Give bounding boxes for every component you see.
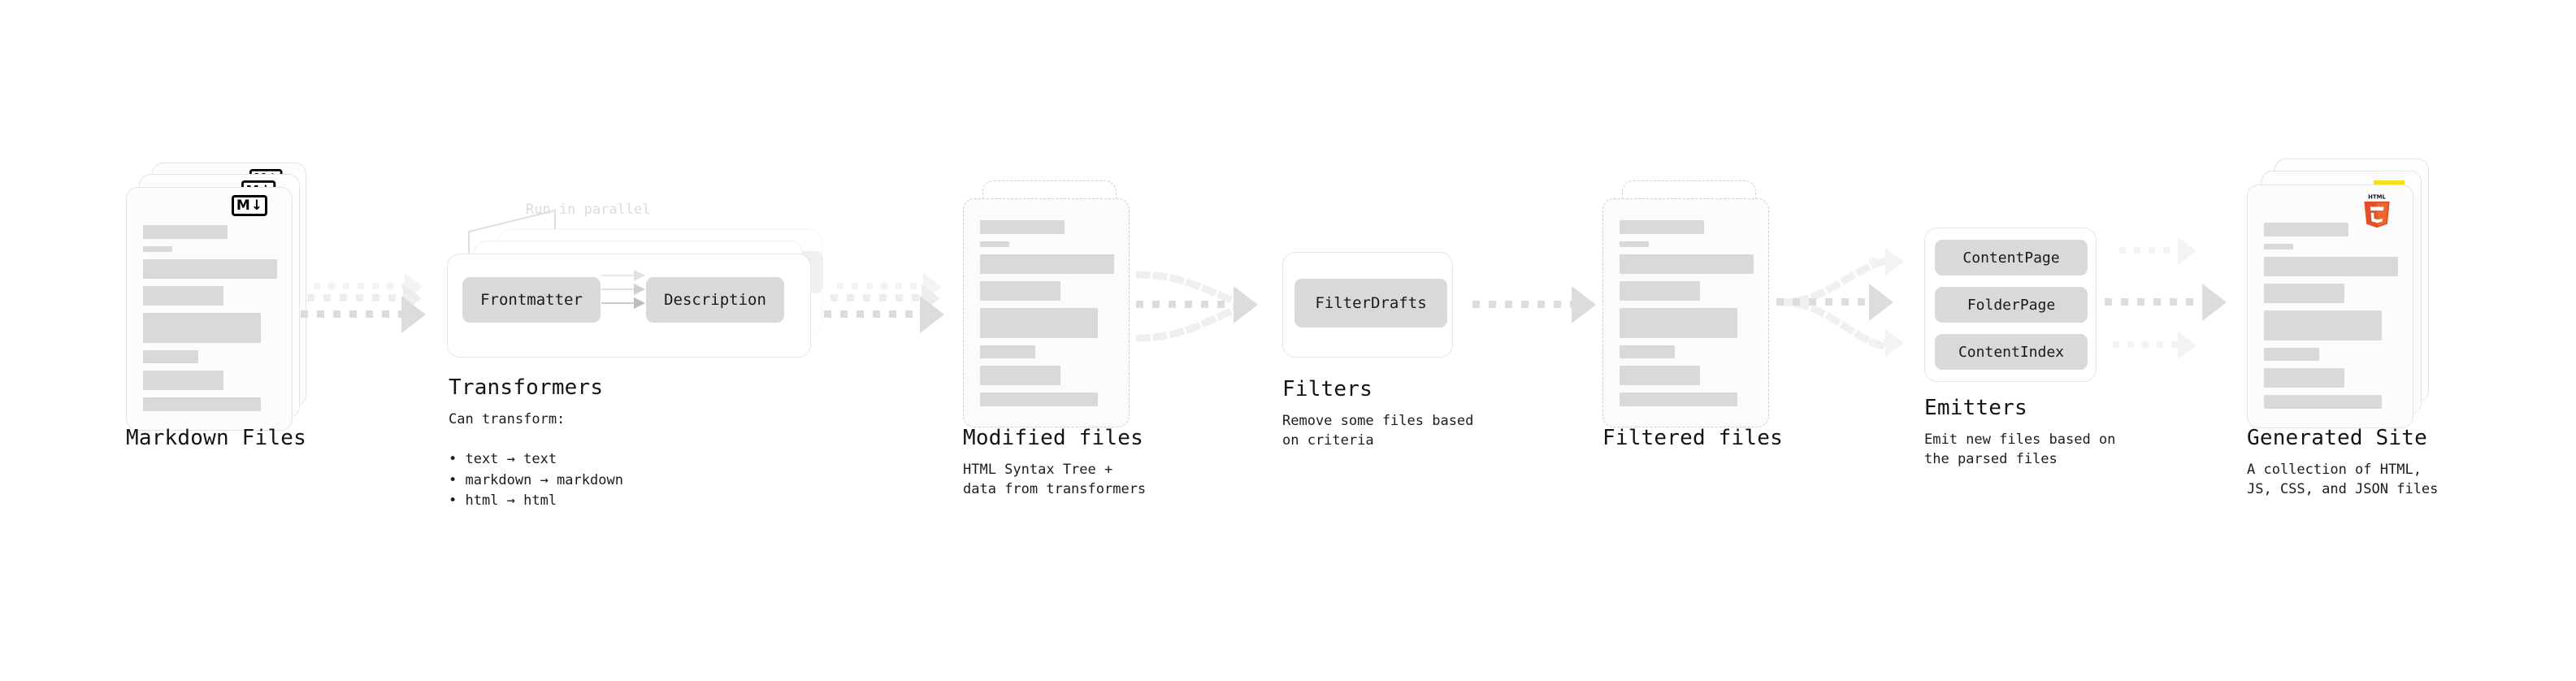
emitter-item-contentindex[interactable]: ContentIndex — [1935, 334, 2088, 370]
emitters-caption: Emitters Emit new files based on the par… — [1924, 397, 2115, 470]
content-bar — [2264, 368, 2344, 388]
markdown-badge: M↓ — [232, 195, 267, 216]
filters-title: Filters — [1282, 377, 1373, 401]
content-bar — [143, 350, 198, 363]
filtered-card-content — [1620, 220, 1754, 414]
html5-badge: HTML — [2364, 193, 2390, 228]
markdown-card-front — [126, 187, 293, 431]
transformers-title: Transformers — [449, 375, 604, 400]
content-bar — [1620, 308, 1738, 338]
filters-subtitle: Remove some files based on criteria — [1282, 412, 1474, 449]
filtered-files-caption: Filtered files — [1602, 427, 1783, 450]
emitter-item-contentpage[interactable]: ContentPage — [1935, 240, 2088, 275]
content-bar — [1620, 366, 1700, 385]
content-bar — [1620, 345, 1675, 358]
content-bar — [2264, 310, 2383, 340]
content-bar — [2264, 223, 2348, 236]
content-bar — [980, 393, 1099, 406]
transformer-bullet-2: • markdown → markdown — [449, 471, 623, 488]
modified-files-title: Modified files — [963, 426, 1143, 450]
html5-badge-label: HTML — [2368, 193, 2386, 200]
content-bar — [980, 366, 1060, 385]
modified-card-content — [980, 220, 1114, 414]
content-bar — [1620, 281, 1700, 301]
content-bar — [143, 259, 277, 279]
arrow-transformers-to-modified — [824, 296, 970, 333]
content-bar — [980, 308, 1099, 338]
arrow-markdown-to-transformers — [301, 296, 447, 333]
modified-files-subtitle: HTML Syntax Tree + data from transformer… — [963, 461, 1147, 498]
parallel-brace — [468, 209, 556, 256]
content-bar — [2264, 395, 2383, 409]
filtered-files-title: Filtered files — [1602, 426, 1783, 450]
content-bar — [143, 225, 228, 239]
content-bar — [143, 286, 223, 306]
arrow-filtered-to-emitters — [1776, 284, 1915, 321]
transformers-subtitle: Can transform: — [449, 410, 566, 427]
transformer-inner-arrows — [601, 270, 645, 309]
markdown-badge-letter: M — [236, 197, 250, 214]
transformers-panel: Frontmatter Description — [447, 254, 811, 358]
markdown-files-caption: Markdown Files — [126, 427, 306, 450]
transformer-item-frontmatter[interactable]: Frontmatter — [462, 277, 601, 323]
emitters-panel: ContentPage FolderPage ContentIndex — [1924, 228, 2097, 382]
content-bar — [980, 254, 1114, 274]
filters-caption: Filters Remove some files based on crite… — [1282, 378, 1473, 451]
generated-site-caption: Generated Site A collection of HTML, JS,… — [2247, 427, 2438, 500]
content-bar — [143, 371, 223, 390]
content-bar — [1620, 220, 1704, 234]
content-bar — [2264, 257, 2398, 276]
emitter-item-folderpage[interactable]: FolderPage — [1935, 287, 2088, 323]
arrow-emitters-to-site-bottom — [2113, 332, 2243, 359]
arrow-emitters-to-site — [2105, 284, 2251, 321]
content-bar — [2264, 348, 2319, 361]
content-bar — [1620, 393, 1738, 406]
content-bar — [980, 241, 1010, 247]
content-bar — [143, 313, 262, 343]
markdown-card-content — [143, 225, 277, 419]
filtered-files-stack — [1602, 180, 1781, 440]
arrow-filtered-to-emitters-bottom — [1869, 329, 1967, 357]
content-bar — [980, 345, 1035, 358]
transformers-bullets: • text → text • markdown → markdown • html… — [449, 449, 623, 512]
content-bar — [1620, 254, 1754, 274]
markdown-badge-arrow: ↓ — [250, 197, 263, 214]
transformers-group: Frontmatter Description — [447, 229, 829, 367]
generated-card-content — [2264, 223, 2398, 416]
emitters-subtitle: Emit new files based on the parsed files — [1924, 431, 2116, 468]
arrow-emitters-to-site-top — [2119, 237, 2249, 265]
transformer-item-description[interactable]: Description — [646, 277, 784, 323]
generated-card-front — [2247, 184, 2413, 428]
emitters-title: Emitters — [1924, 396, 2027, 420]
content-bar — [2264, 284, 2344, 303]
arrow-modified-to-filters — [1136, 286, 1282, 323]
content-bar — [143, 246, 173, 252]
transformers-caption: Transformers Can transform: — [449, 376, 603, 429]
transformer-bullet-1: • text → text — [449, 451, 557, 467]
markdown-files-stack: M↓ M↓ M↓ — [126, 163, 313, 431]
arrow-filtered-to-emitters-top — [1869, 248, 1967, 275]
content-bar — [1620, 241, 1650, 247]
filter-item-filterdrafts[interactable]: FilterDrafts — [1295, 279, 1447, 327]
generated-site-title: Generated Site — [2247, 426, 2427, 450]
generated-site-stack: CSS HTML — [2247, 158, 2442, 435]
content-bar — [980, 220, 1065, 234]
filters-panel: FilterDrafts — [1282, 252, 1453, 358]
arrow-filters-to-filtered — [1472, 286, 1619, 323]
modified-card-front — [963, 198, 1130, 427]
transformer-bullet-3: • html → html — [449, 492, 557, 509]
generated-site-subtitle: A collection of HTML, JS, CSS, and JSON … — [2247, 461, 2439, 498]
modified-files-caption: Modified files HTML Syntax Tree + data f… — [963, 427, 1146, 500]
arrow-modified-to-filters-converge — [1136, 271, 1247, 342]
run-in-parallel-label: Run in parallel — [526, 202, 651, 218]
filtered-card-front — [1602, 198, 1769, 427]
content-bar — [143, 397, 262, 411]
modified-files-stack — [963, 180, 1142, 440]
markdown-files-title: Markdown Files — [126, 426, 306, 450]
content-bar — [2264, 244, 2294, 249]
content-bar — [980, 281, 1060, 301]
